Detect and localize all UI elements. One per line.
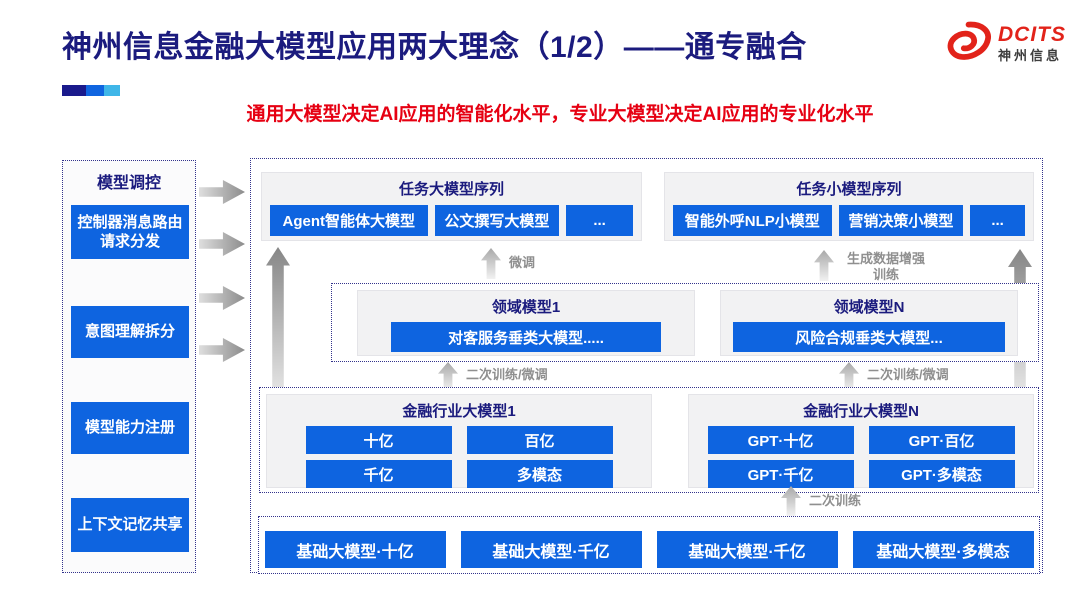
model-chip-marketing-decision: 营销决策小模型 bbox=[838, 205, 964, 236]
arrow-label-gen-augment: 生成数据增强训练 bbox=[846, 251, 925, 283]
base-models-box: 基础大模型·十亿 基础大模型·千亿 基础大模型·千亿 基础大模型·多模态 bbox=[258, 516, 1040, 574]
model-size-chip: GPT·多模态 bbox=[868, 460, 1015, 488]
panel-title: 领域模型N bbox=[833, 299, 905, 316]
arrow-label-fine-tune: 微调 bbox=[509, 255, 536, 270]
accent-segment-cyan bbox=[104, 85, 120, 96]
model-size-chip: 百亿 bbox=[466, 426, 613, 454]
base-model-chip: 基础大模型·十亿 bbox=[264, 531, 446, 568]
dcits-logo: DCITS 神州信息 bbox=[938, 20, 1066, 66]
sidebar-title: 模型调控 bbox=[96, 175, 161, 192]
domain-panel-n: 领域模型N 风险合规垂类大模型... bbox=[720, 290, 1018, 356]
model-chip-outbound-nlp: 智能外呼NLP小模型 bbox=[673, 205, 832, 236]
accent-segment-blue bbox=[86, 85, 104, 96]
arrow-label-retrain: 二次训练 bbox=[809, 493, 862, 508]
domain-panel-1: 领域模型1 对客服务垂类大模型..... bbox=[357, 290, 695, 356]
slide-subtitle: 通用大模型决定AI应用的智能化水平，专业大模型决定AI应用的专业化水平 bbox=[246, 104, 874, 125]
industry-panel-1: 金融行业大模型1 十亿 百亿 千亿 多模态 bbox=[266, 394, 652, 488]
right-arrow-icon bbox=[199, 180, 245, 204]
task-small-model-panel: 任务小模型序列 智能外呼NLP小模型 营销决策小模型 ... bbox=[664, 172, 1034, 241]
main-diagram-box: 任务大模型序列 Agent智能体大模型 公文撰写大模型 ... 任务小模型序列 … bbox=[250, 158, 1043, 574]
model-chip-document-writing: 公文撰写大模型 bbox=[434, 205, 560, 236]
sidebar-item-capability-register: 模型能力注册 bbox=[71, 402, 189, 454]
model-size-chip: 千亿 bbox=[305, 460, 452, 488]
logo-brand-text: DCITS bbox=[998, 22, 1066, 46]
model-size-chip: 多模态 bbox=[466, 460, 613, 488]
domain-models-box: 领域模型1 对客服务垂类大模型..... 领域模型N 风险合规垂类大模型... bbox=[331, 283, 1039, 362]
model-size-chip: GPT·千亿 bbox=[707, 460, 854, 488]
panel-title: 金融行业大模型1 bbox=[402, 403, 516, 420]
right-arrow-icon bbox=[199, 232, 245, 256]
sidebar-item-controller-routing: 控制器消息路由请求分发 bbox=[71, 205, 189, 259]
base-model-chip: 基础大模型·千亿 bbox=[460, 531, 642, 568]
model-chip-ellipsis: ... bbox=[566, 205, 633, 236]
title-accent-bar bbox=[62, 85, 120, 96]
dcits-swirl-icon bbox=[947, 21, 992, 60]
right-arrow-icon bbox=[199, 286, 245, 310]
industry-panel-n: 金融行业大模型N GPT·十亿 GPT·百亿 GPT·千亿 GPT·多模态 bbox=[688, 394, 1034, 488]
panel-title: 任务小模型序列 bbox=[796, 181, 902, 198]
model-chip-ellipsis: ... bbox=[970, 205, 1025, 236]
up-arrow-icon bbox=[481, 248, 501, 279]
task-large-model-panel: 任务大模型序列 Agent智能体大模型 公文撰写大模型 ... bbox=[261, 172, 642, 241]
panel-title: 金融行业大模型N bbox=[803, 403, 919, 420]
model-size-chip: 十亿 bbox=[305, 426, 452, 454]
model-size-chip: GPT·百亿 bbox=[868, 426, 1015, 454]
base-model-chip: 基础大模型·千亿 bbox=[656, 531, 838, 568]
accent-segment-navy bbox=[62, 85, 86, 96]
model-control-panel: 模型调控 控制器消息路由请求分发 意图理解拆分 模型能力注册 上下文记忆共享 bbox=[62, 160, 196, 573]
model-chip-risk-compliance: 风险合规垂类大模型... bbox=[733, 322, 1005, 352]
industry-models-box: 金融行业大模型1 十亿 百亿 千亿 多模态 金融行业大模型N GPT·十亿 GP… bbox=[259, 387, 1039, 493]
base-model-chip: 基础大模型·多模态 bbox=[852, 531, 1034, 568]
arrow-label-retrain-ft-right: 二次训练/微调 bbox=[867, 367, 949, 382]
model-size-chip: GPT·十亿 bbox=[707, 426, 854, 454]
model-chip-customer-service: 对客服务垂类大模型..... bbox=[391, 322, 661, 352]
panel-title: 任务大模型序列 bbox=[398, 181, 504, 198]
up-arrow-icon bbox=[266, 247, 290, 389]
arrow-label-retrain-ft-left: 二次训练/微调 bbox=[466, 367, 548, 382]
sidebar-item-intent-split: 意图理解拆分 bbox=[71, 306, 189, 358]
up-arrow-icon bbox=[814, 250, 834, 281]
logo-brand-cn-text: 神州信息 bbox=[998, 47, 1063, 63]
panel-title: 领域模型1 bbox=[491, 299, 561, 316]
sidebar-item-context-memory: 上下文记忆共享 bbox=[71, 498, 189, 552]
page-title: 神州信息金融大模型应用两大理念（1/2）——通专融合 bbox=[62, 31, 807, 64]
right-arrow-icon bbox=[199, 338, 245, 362]
model-chip-agent: Agent智能体大模型 bbox=[270, 205, 428, 236]
